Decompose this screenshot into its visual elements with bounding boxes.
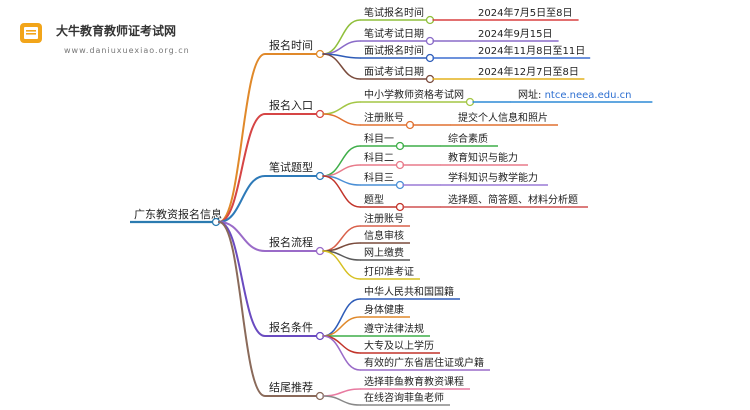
site-logo[interactable]: 大牛教育教师证考试网 www.daniuxuexiao.org.cn (10, 12, 250, 55)
branch-label: 报名条件 (269, 320, 313, 334)
leaf-value: 2024年9月15日 (478, 27, 553, 40)
leaf-label: 科目三 (364, 171, 394, 184)
brand-name: 大牛教育教师证考试网 (56, 24, 177, 38)
leaf-label: 信息审核 (364, 229, 404, 242)
leaf-value: 提交个人信息和照片 (458, 111, 548, 124)
value-prefix: 网址: (518, 88, 545, 101)
leaf-label: 在线咨询菲鱼老师 (364, 391, 444, 404)
leaf-label: 大专及以上学历 (364, 339, 434, 352)
leaf-label: 面试报名时间 (364, 44, 424, 57)
leaf-label: 注册账号 (364, 212, 404, 225)
leaf-value: 2024年12月7日至8日 (478, 65, 579, 78)
leaf-label: 笔试考试日期 (364, 27, 424, 40)
leaf-label: 笔试报名时间 (364, 6, 424, 19)
root-node: 广东教资报名信息 (134, 207, 222, 221)
leaf-label: 有效的广东省居住证或户籍 (364, 356, 484, 369)
leaf-value: 网址: ntce.neea.edu.cn (518, 88, 631, 101)
leaf-label: 打印准考证 (364, 265, 414, 278)
leaf-value: 选择题、简答题、材料分析题 (448, 193, 578, 206)
branch-label: 报名时间 (269, 38, 313, 52)
branch-label: 报名流程 (269, 235, 313, 249)
leaf-label: 网上缴费 (364, 246, 404, 259)
brand-domain: www.daniuxuexiao.org.cn (64, 46, 190, 55)
branch-label: 报名入口 (269, 98, 313, 112)
leaf-value: 2024年11月8日至11日 (478, 44, 585, 57)
leaf-label: 题型 (364, 193, 384, 206)
branch-label: 结尾推荐 (269, 380, 313, 394)
leaf-label: 科目二 (364, 151, 394, 164)
leaf-label: 科目一 (364, 132, 394, 145)
leaf-value: 学科知识与教学能力 (448, 171, 538, 184)
leaf-label: 中华人民共和国国籍 (364, 285, 454, 298)
leaf-label: 注册账号 (364, 111, 404, 124)
leaf-label: 遵守法律法规 (364, 322, 424, 335)
branch-label: 笔试题型 (269, 160, 313, 174)
leaf-label: 身体健康 (364, 303, 404, 316)
book-icon (20, 23, 42, 43)
leaf-label: 选择菲鱼教育教资课程 (364, 375, 464, 388)
leaf-label: 面试考试日期 (364, 65, 424, 78)
leaf-value: 2024年7月5日至8日 (478, 6, 573, 19)
website-link[interactable]: ntce.neea.edu.cn (545, 90, 632, 101)
leaf-value: 综合素质 (448, 132, 488, 145)
leaf-label: 中小学教师资格考试网 (364, 88, 464, 101)
leaf-value: 教育知识与能力 (448, 151, 518, 164)
